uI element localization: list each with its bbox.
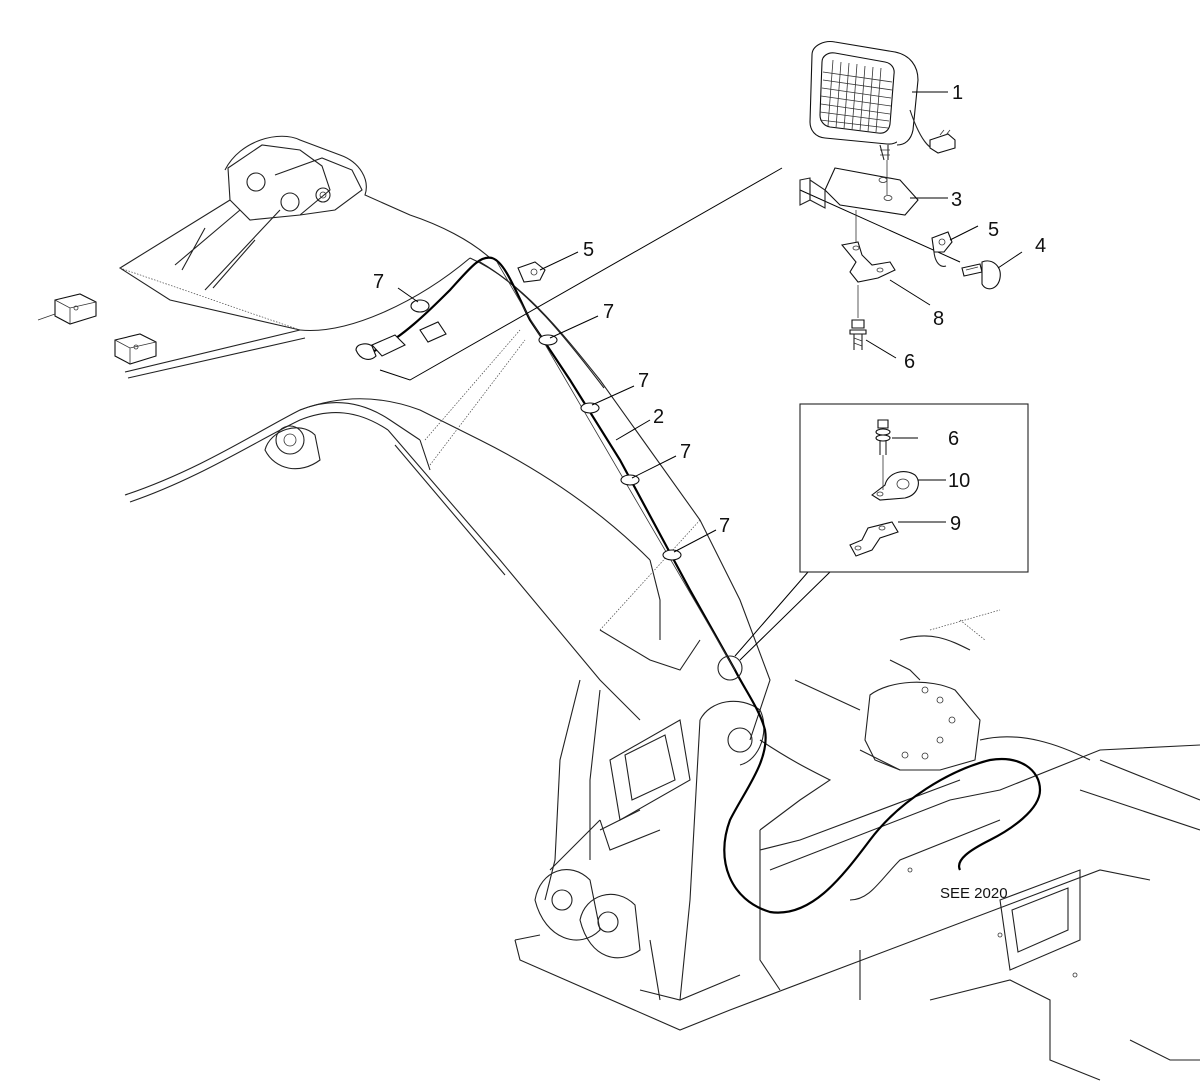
detail-leader <box>734 571 831 661</box>
bolt-4 <box>961 251 1023 290</box>
stay-bracket <box>840 210 931 306</box>
wiring-harness <box>355 256 1042 914</box>
callout-2: 2 <box>653 406 664 428</box>
clip-5-boom <box>517 261 546 283</box>
upper-lugs <box>227 144 363 221</box>
bracket <box>799 160 948 216</box>
callout-labels: 1 2 3 4 5 5 6 6 7 7 7 7 7 8 9 10 SEE 202… <box>373 82 1046 902</box>
clamp-7-d <box>662 549 682 561</box>
clamp-7-c <box>620 474 640 486</box>
callout-8: 8 <box>933 308 944 330</box>
light-grille <box>819 59 893 133</box>
callout-9: 9 <box>950 513 961 535</box>
callout-10: 10 <box>948 470 970 492</box>
clamp-7-a <box>538 334 558 346</box>
work-light <box>809 41 956 161</box>
callout-leaders <box>397 251 717 553</box>
callout-6-detail: 6 <box>948 428 959 450</box>
callout-7-a: 7 <box>603 301 614 323</box>
clamp-7-b <box>580 402 600 414</box>
callout-6-stay: 6 <box>904 351 915 373</box>
clamp-7-upper <box>410 299 430 313</box>
callout-7-upper: 7 <box>373 271 384 293</box>
callout-3: 3 <box>951 189 962 211</box>
callout-7-c: 7 <box>680 441 691 463</box>
callout-7-d: 7 <box>719 515 730 537</box>
reference-note: SEE 2020 <box>940 885 1008 902</box>
wedge-blocks <box>37 293 157 365</box>
detail-inset <box>799 403 1029 573</box>
callout-5-bracket: 5 <box>988 219 999 241</box>
mount-line <box>379 167 783 381</box>
detail-marker <box>717 655 743 681</box>
boom-structure <box>37 135 1200 1081</box>
callout-1: 1 <box>952 82 963 104</box>
clamp-7-parts <box>410 299 682 561</box>
callout-7-b: 7 <box>638 370 649 392</box>
clip-5-right <box>931 225 979 267</box>
bolt-6 <box>849 285 897 359</box>
callout-4: 4 <box>1035 235 1046 257</box>
callout-5-boom: 5 <box>583 239 594 261</box>
